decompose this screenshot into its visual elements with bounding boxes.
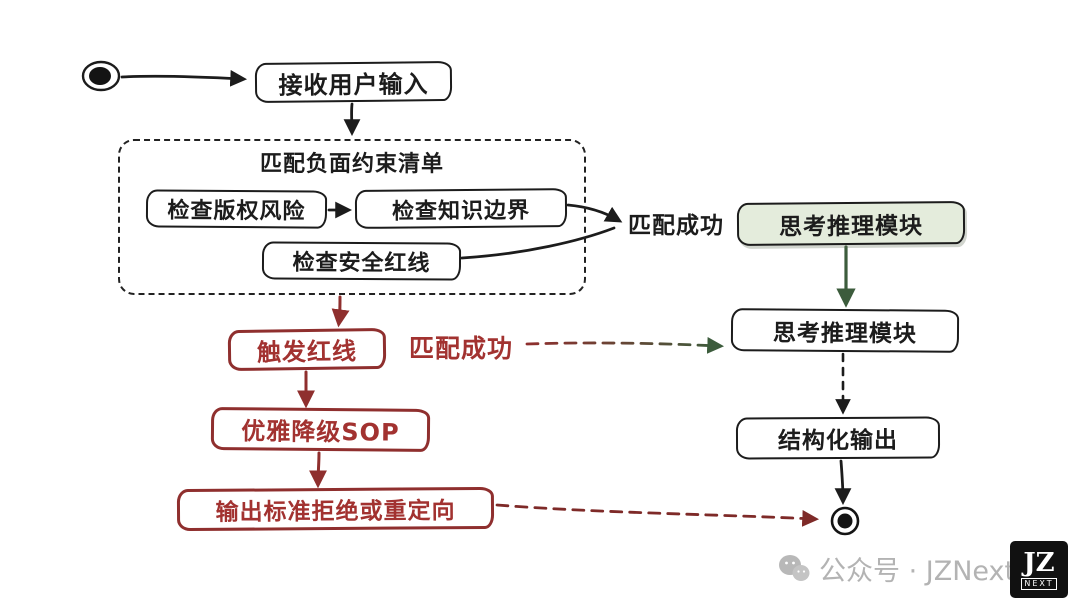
node-check-safety: 检查安全红线 xyxy=(261,241,462,281)
arrow-knowledge-to-success xyxy=(566,203,623,223)
node-think-module-top: 思考推理模块 xyxy=(736,201,966,246)
arrow-sop-to-output xyxy=(309,451,328,489)
arrow-output-to-end xyxy=(495,503,820,527)
end-node xyxy=(830,506,860,536)
node-receive-input: 接收用户输入 xyxy=(254,60,453,104)
watermark: 公众号 · JZNext xyxy=(778,549,1015,588)
arrow-start-to-input xyxy=(120,69,248,87)
node-think-module-mid: 思考推理模块 xyxy=(730,308,960,353)
label-match-success-red: 匹配成功 xyxy=(409,334,514,363)
node-structured-output: 结构化输出 xyxy=(735,416,941,460)
label-match-success-black: 匹配成功 xyxy=(628,213,724,239)
watermark-text: 公众号 · JZNext xyxy=(819,556,1016,587)
line-safety-to-success xyxy=(460,226,616,260)
arrow-match-success-to-think xyxy=(525,337,725,354)
node-check-knowledge: 检查知识边界 xyxy=(354,188,568,229)
arrow-structured-to-end xyxy=(834,459,852,506)
start-node xyxy=(81,60,121,92)
logo-next-text: NEXT xyxy=(1021,577,1057,590)
node-trigger-redline: 触发红线 xyxy=(227,327,387,372)
node-graceful-downgrade: 优雅降级SOP xyxy=(210,407,431,452)
node-output-rejection: 输出标准拒绝或重定向 xyxy=(176,486,495,532)
constraint-group-box: 匹配负面约束清单 xyxy=(118,139,586,295)
logo-jz-text: JZ xyxy=(1023,547,1055,578)
arrow-group-to-trigger xyxy=(331,295,350,328)
constraint-group-title: 匹配负面约束清单 xyxy=(259,152,444,177)
wechat-icon xyxy=(778,554,810,584)
node-check-copyright: 检查版权风险 xyxy=(145,189,328,229)
jznext-logo: JZ NEXT xyxy=(1010,541,1068,598)
